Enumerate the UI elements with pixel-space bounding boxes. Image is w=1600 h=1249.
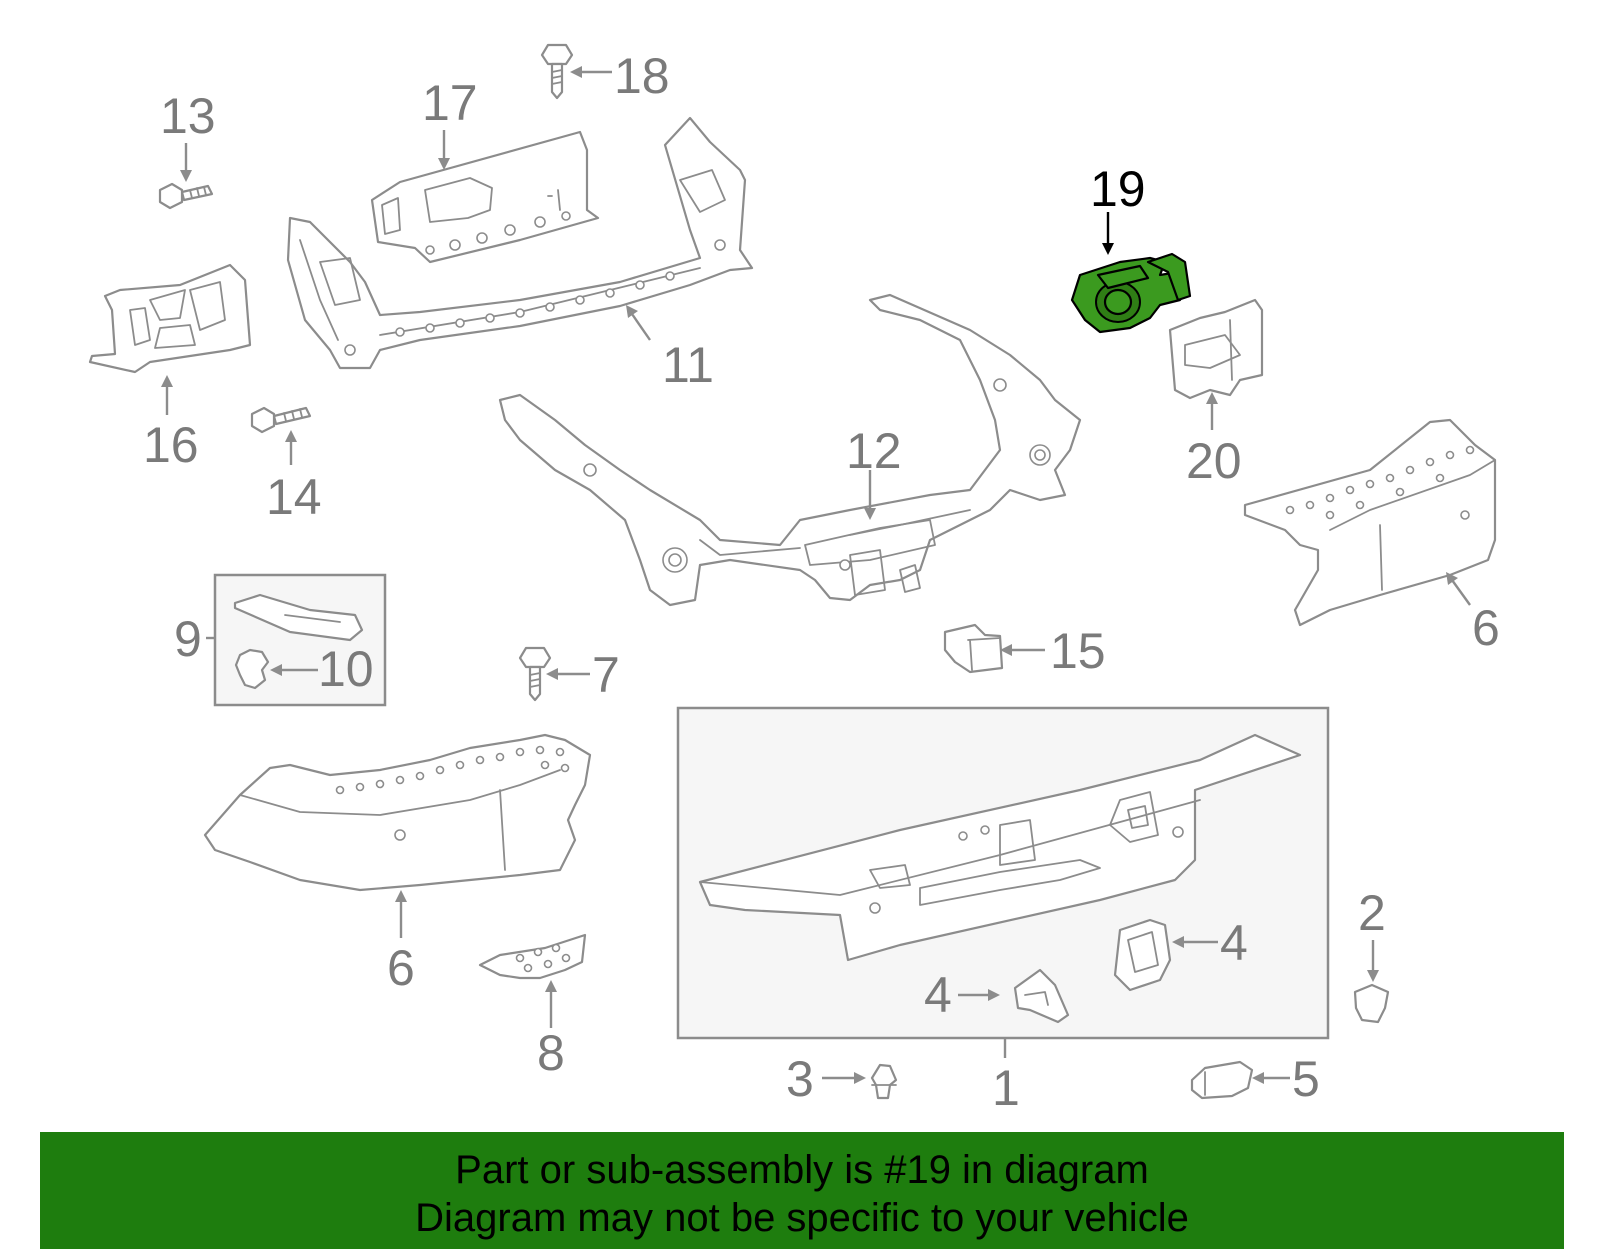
part-10-clip[interactable] xyxy=(234,648,270,690)
callout-4-lower: 4 xyxy=(924,967,952,1023)
part-15-connector[interactable] xyxy=(943,623,1004,674)
callout-15: 15 xyxy=(1050,623,1106,679)
part-12-hitch-receiver[interactable] xyxy=(498,293,1082,607)
part-8-small-bracket[interactable] xyxy=(478,933,587,980)
callout-10: 10 xyxy=(318,641,374,697)
part-9-pad[interactable] xyxy=(233,593,364,642)
callout-18: 18 xyxy=(614,48,670,104)
part-2-clip[interactable] xyxy=(1353,983,1390,1024)
part-3-push-clip[interactable] xyxy=(870,1063,898,1100)
callout-14: 14 xyxy=(266,469,322,525)
callout-3: 3 xyxy=(786,1051,814,1107)
callout-2: 2 xyxy=(1358,885,1386,941)
callout-5: 5 xyxy=(1292,1051,1320,1107)
callout-11: 11 xyxy=(662,337,714,393)
callout-16: 16 xyxy=(143,417,199,473)
part-5-plug[interactable] xyxy=(1190,1060,1254,1100)
callout-6-left: 6 xyxy=(387,940,415,996)
part-1-bumper-step[interactable] xyxy=(698,733,1302,962)
banner-part-note: Part or sub-assembly is #19 in diagram xyxy=(455,1148,1149,1192)
callout-7: 7 xyxy=(592,647,620,703)
callout-20: 20 xyxy=(1186,433,1242,489)
part-11-crossmember[interactable] xyxy=(286,116,754,370)
part-13-bolt[interactable] xyxy=(158,182,214,210)
callout-19: 19 xyxy=(1090,161,1146,217)
info-banner: Part or sub-assembly is #19 in diagram D… xyxy=(40,1132,1564,1249)
part-4-upper-bracket[interactable] xyxy=(1113,918,1172,992)
part-16-bracket[interactable] xyxy=(88,263,252,374)
part-7-bolt[interactable] xyxy=(518,646,552,702)
part-6-right-bumper-end[interactable] xyxy=(1243,418,1497,627)
callout-4-upper: 4 xyxy=(1220,915,1248,971)
part-17-bracket-plate[interactable] xyxy=(370,130,600,264)
part-19-parking-sensor[interactable] xyxy=(1070,252,1192,334)
callout-17: 17 xyxy=(422,75,478,131)
part-20-sensor-bracket[interactable] xyxy=(1168,298,1264,400)
callout-12: 12 xyxy=(846,423,902,479)
callout-1: 1 xyxy=(992,1060,1020,1116)
callout-13: 13 xyxy=(160,88,216,144)
part-14-bolt[interactable] xyxy=(250,406,312,434)
callout-8: 8 xyxy=(537,1025,565,1081)
part-18-bolt[interactable] xyxy=(540,43,574,100)
part-6-left-bumper-end[interactable] xyxy=(203,733,592,892)
part-4-lower-bracket[interactable] xyxy=(1013,968,1070,1024)
callout-6-right: 6 xyxy=(1472,600,1500,656)
banner-disclaimer: Diagram may not be specific to your vehi… xyxy=(415,1196,1189,1240)
callout-9: 9 xyxy=(174,611,202,667)
